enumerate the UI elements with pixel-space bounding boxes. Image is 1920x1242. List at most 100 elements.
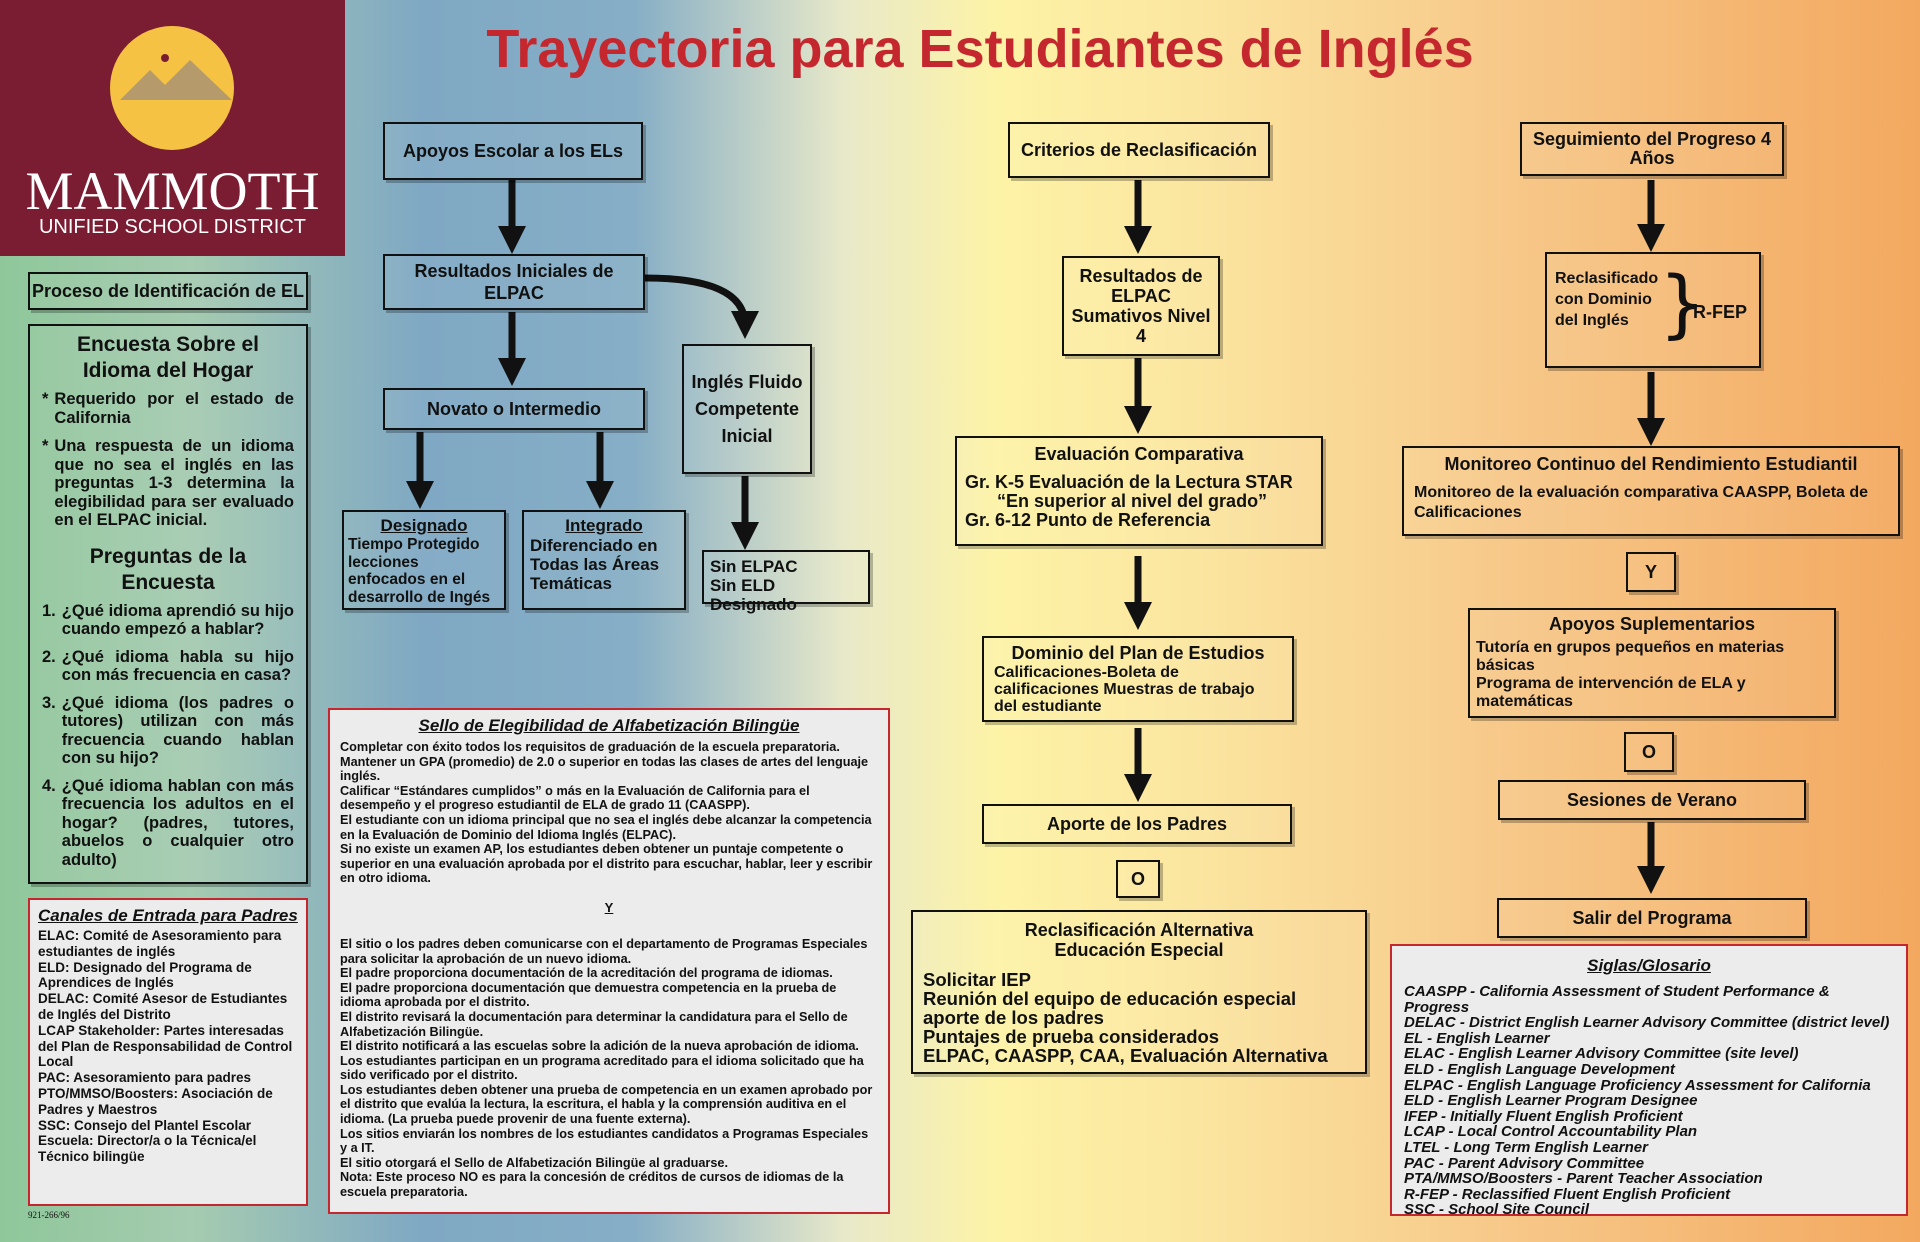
canal-item: Escuela: Director/a o la Técnica/el Técn… [38,1133,257,1165]
alt-line: ELPAC, CAASPP, CAA, Evaluación Alternati… [923,1045,1328,1066]
sello-line: El distrito revisará la documentación pa… [340,1009,848,1039]
designado-box: Designado Tiempo Protegido lecciones enf… [342,510,506,610]
sello-line: Los estudiantes deben obtener una prueba… [340,1082,873,1127]
encuesta-item: *Requerido por el estado de California [42,390,294,427]
proceso-label: Proceso de Identificación de EL [31,280,305,301]
glosario-item: PAC - Parent Advisory Committee [1404,1154,1645,1172]
ingles-fluido-label: Inglés Fluido Competente Inicial [691,371,803,446]
encuesta-box: Encuesta Sobre el Idioma del Hogar *Requ… [28,324,308,884]
sello-line: Completar con éxito todos los requisitos… [340,740,869,784]
seguimiento-box: Seguimiento del Progreso 4 Años [1520,122,1784,176]
reclasificacion-alternativa-box: Reclasificación Alternativa Educación Es… [911,910,1367,1074]
code-label: 921-266/96 [28,1210,70,1220]
monitoreo-text: Monitoreo de la evaluación comparativa C… [1414,484,1869,521]
sello-line: El sitio o los padres deben comunicarse … [340,936,868,966]
evaluacion-title: Evaluación Comparativa [1034,444,1244,464]
sesiones-label: Sesiones de Verano [1566,789,1738,810]
sin-eld-label: Sin ELD Designado [710,576,797,614]
reclasificado-label: Reclasificado con Dominio del Inglés [1555,270,1659,329]
resultados-sumativos-box: Resultados de ELPAC Sumativos Nivel 4 [1062,256,1220,356]
glosario-item: LCAP - Local Control Accountability Plan [1404,1123,1698,1141]
glosario-item: LTEL - Long Term English Learner [1404,1138,1648,1156]
encuesta-item: *Una respuesta de un idioma que no sea e… [42,437,294,529]
sello-y: Y [604,899,614,915]
sello-line: Nota: Este proceso NO es para la concesi… [340,1170,844,1200]
y-label: Y [1644,561,1657,582]
pregunta-item: 1.¿Qué idioma aprendió su hijo cuando em… [42,601,294,639]
encuesta-title: Encuesta Sobre el Idioma del Hogar [76,333,260,382]
preguntas-title: Preguntas de la Encuesta [89,544,247,594]
canal-item: PAC: Asesoramiento para padres [38,1070,252,1086]
canal-item: SSC: Consejo del Plantel Escolar [38,1117,252,1133]
pregunta-item: 4.¿Qué idioma hablan con más frecuencia … [42,776,294,869]
salir-box: Salir del Programa [1497,898,1807,938]
monitoreo-box: Monitoreo Continuo del Rendimiento Estud… [1402,446,1900,536]
glosario-item: SSC - School Site Council [1404,1201,1590,1219]
apoyos-box: Apoyos Escolar a los ELs [383,122,643,180]
apoyos-label: Apoyos Escolar a los ELs [402,140,624,161]
sesiones-box: Sesiones de Verano [1498,780,1806,820]
canales-title: Canales de Entrada para Padres [38,906,298,925]
glosario-box: Siglas/Glosario CAASPP - California Asse… [1390,944,1908,1219]
evaluacion-box: Evaluación Comparativa Gr. K-5 Evaluació… [955,436,1323,546]
sello-line: El padre proporciona documentación que d… [340,980,837,1010]
page-title: Trayectoria para Estudiantes de Inglés [486,19,1474,79]
o-label: O [1641,741,1656,762]
canal-item: ELAC: Comité de Asesoramiento para estud… [38,928,282,959]
logo-name: MAMMOTH [25,161,320,221]
aporte-box: Aporte de los Padres [982,804,1292,844]
glosario-item: ELPAC - English Language Proficiency Ass… [1404,1076,1871,1094]
canales-box: Canales de Entrada para Padres ELAC: Com… [28,898,308,1206]
logo-subtitle: UNIFIED SCHOOL DISTRICT [38,216,307,238]
sello-box: Sello de Elegibilidad de Alfabetización … [328,708,890,1214]
ingles-fluido-box: Inglés Fluido Competente Inicial [682,344,812,474]
dominio-box: Dominio del Plan de Estudios Calificacio… [982,636,1294,722]
dominio-text: Calificaciones-Boleta de calificaciones … [994,664,1255,715]
sello-title: Sello de Elegibilidad de Alfabetización … [418,716,800,735]
evaluacion-line: “En superior al nivel del grado” [997,491,1268,511]
glosario-title: Siglas/Glosario [1587,956,1711,975]
glosario-item: CAASPP - California Assessment of Studen… [1404,983,1830,1016]
salir-label: Salir del Programa [1572,907,1732,928]
proceso-box: Proceso de Identificación de EL [28,272,308,310]
sello-line: El distrito notificará a las escuelas so… [340,1039,859,1054]
district-logo: MAMMOTH UNIFIED SCHOOL DISTRICT [0,0,345,256]
resultados-sumativos-label: Resultados de ELPAC Sumativos Nivel 4 [1071,266,1211,346]
designado-text: Tiempo Protegido lecciones enfocados en … [348,536,491,606]
dominio-title: Dominio del Plan de Estudios [1011,643,1265,663]
alt-line: Puntajes de prueba considerados [923,1026,1220,1047]
glosario-item: R-FEP - Reclassified Fluent English Prof… [1404,1185,1731,1203]
o-label: O [1130,868,1145,889]
pregunta-item: 2.¿Qué idioma habla su hijo con más frec… [42,647,294,685]
apoyos-suplementarios-title: Apoyos Suplementarios [1548,614,1756,634]
integrado-title: Integrado [565,516,643,535]
criterios-label: Criterios de Reclasificación [1020,139,1258,160]
canal-item: DELAC: Comité Asesor de Estudiantes de I… [38,991,288,1022]
glosario-item: EL - English Learner [1404,1029,1550,1047]
glosario-item: ELD - English Learner Program Designee [1404,1092,1698,1110]
apoyos-suplementarios-line: Programa de intervención de ELA y matemá… [1476,675,1746,710]
designado-title: Designado [380,516,468,535]
o-connector-col4: O [1624,732,1674,772]
evaluacion-line: Gr. 6-12 Punto de Referencia [965,510,1211,530]
sello-line: Si no existe un examen AP, los estudiant… [340,842,873,886]
novato-label: Novato o Intermedio [426,398,601,419]
criterios-box: Criterios de Reclasificación [1008,122,1270,178]
canal-item: PTO/MMSO/Boosters: Asociación de Padres … [38,1085,273,1117]
rfep-label: R-FEP [1693,302,1747,322]
integrado-box: Integrado Diferenciado en Todas las Área… [522,510,686,610]
sello-line: El estudiante con un idioma principal qu… [340,812,872,842]
novato-box: Novato o Intermedio [383,388,645,430]
glosario-item: IFEP - Initially Fluent English Proficie… [1404,1107,1683,1125]
brace-icon: } [1659,261,1707,347]
canal-item: ELD: Designado del Programa de Aprendice… [38,959,252,991]
aporte-label: Aporte de los Padres [1046,813,1228,834]
o-connector-col3: O [1116,860,1160,898]
logo-mountain-icon [110,26,234,150]
resultados-iniciales-label: Resultados Iniciales de ELPAC [414,261,614,303]
glosario-item: ELAC - English Learner Advisory Committe… [1404,1045,1799,1063]
alt-line: Reunión del equipo de educación especial… [923,988,1297,1028]
monitoreo-title: Monitoreo Continuo del Rendimiento Estud… [1444,454,1858,474]
pregunta-item: 3.¿Qué idioma (los padres o tutores) uti… [42,693,294,768]
